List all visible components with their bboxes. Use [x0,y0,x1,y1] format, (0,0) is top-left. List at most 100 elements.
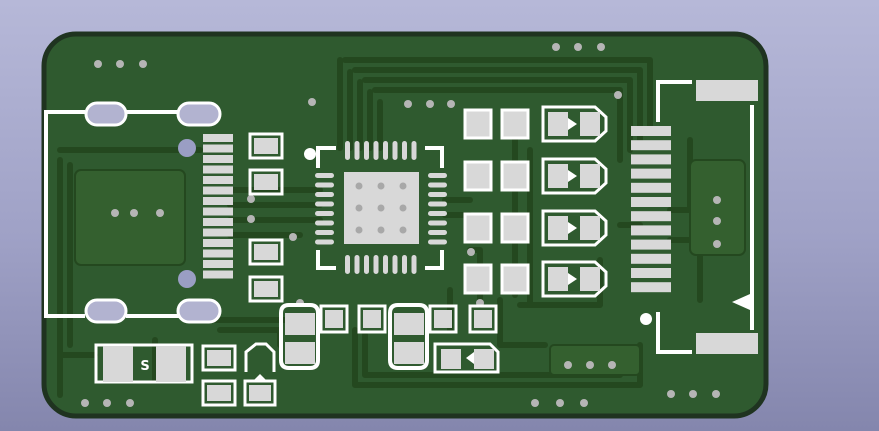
via [556,399,564,407]
ic-pin-left [315,211,334,216]
via [81,399,89,407]
usb-signal-pad [203,144,233,153]
ic-pin-top [364,141,369,160]
polarized-cap-outline [388,338,429,370]
ic-pin-top [392,141,398,160]
via [713,217,721,225]
via [597,43,605,51]
resistor-pad [500,212,530,244]
via [156,209,164,217]
usb-signal-pad [203,249,233,258]
led-polarity-mark [252,374,268,382]
ic-pin-left [315,239,334,245]
led-outline [244,342,276,372]
usb-signal-pad [203,207,233,216]
ic-pin-left [315,201,334,207]
ic-pin1-marker [304,148,316,160]
via [426,100,434,108]
led-polarity-mark [568,222,577,234]
led-pad [580,216,600,240]
resistor-pad [500,160,530,192]
led-outline [541,157,608,195]
via [289,233,297,241]
via [94,60,102,68]
ic-pin-bottom [354,255,360,274]
capacitor-outline [248,168,284,196]
usb-signal-pad [203,260,233,268]
resistor-outline [201,379,237,407]
usb-signal-pad [203,270,233,279]
ic-pins [315,141,447,274]
fpc-connector-silkscreen [656,80,754,354]
via [586,361,594,369]
capacitor-outline [248,238,284,266]
polarized-cap-pad [394,313,424,335]
resistor-pad [463,212,493,244]
ic-pin-bottom [364,255,369,274]
ic-thermal-via [399,226,407,234]
usb-silkscreen-label: S [140,359,149,374]
resistor-outline [319,304,349,334]
ic-pin-left [315,182,334,188]
ic-pin-right [428,201,447,207]
ic-pin-right [428,239,447,245]
ic-pin-bottom [345,255,350,274]
via [116,60,124,68]
copper-zones [74,159,746,376]
ic-pin-top [411,141,417,160]
diode-pad [474,349,494,369]
ic-pin-left [315,220,334,226]
ic-pin-top [383,141,388,160]
via [139,60,147,68]
fpc-pad [631,154,671,165]
fpc-mount-pad-bottom [696,333,758,354]
led-pad [548,112,568,136]
ic-pin-left [315,230,334,235]
capacitor-pad [254,281,278,297]
resistor-pad [500,108,530,140]
resistor-outline [357,304,387,334]
ic-pin-top [402,141,407,160]
diode-outline [433,342,500,374]
resistor-pad [474,310,492,328]
ic-thermal-via [399,182,407,190]
ic-pin-top [345,141,350,160]
via [103,399,111,407]
via [574,43,582,51]
via [247,195,255,203]
fpc-pad [631,211,671,222]
ic-thermal-vias [355,182,407,234]
resistor-outline [468,304,498,334]
ic-pin-right [428,211,447,216]
ic-pin-left [315,173,334,178]
ic-pin-right [428,220,447,226]
polarized-cap-outline [279,338,320,370]
ic-pin-bottom [392,255,398,274]
resistor-pad [434,310,452,328]
via [689,390,697,398]
fpc-pads [631,126,671,293]
diode-pad-left [103,346,133,382]
ic-thermal-via [377,226,385,234]
diode-polarity-mark [466,352,474,364]
usb-connector-silkscreen [44,110,180,318]
fpc-pad [631,268,671,278]
resistor-pad [500,263,530,295]
usb-signal-pads [203,134,233,279]
polarized-cap-pad [394,342,424,364]
led-pad [548,267,568,291]
resistor-pad [325,310,343,328]
ic-pin-bottom [383,255,388,274]
ic-thermal-via [377,204,385,212]
via [111,209,119,217]
polarized-cap-pad [285,342,315,364]
fpc-pad [631,225,671,236]
diode-pad-right [156,346,186,382]
fpc-pad [631,168,671,179]
fpc-pad [631,239,671,250]
polarized-cap-outline [279,303,320,340]
ic-silkscreen [316,146,444,270]
via [126,399,134,407]
